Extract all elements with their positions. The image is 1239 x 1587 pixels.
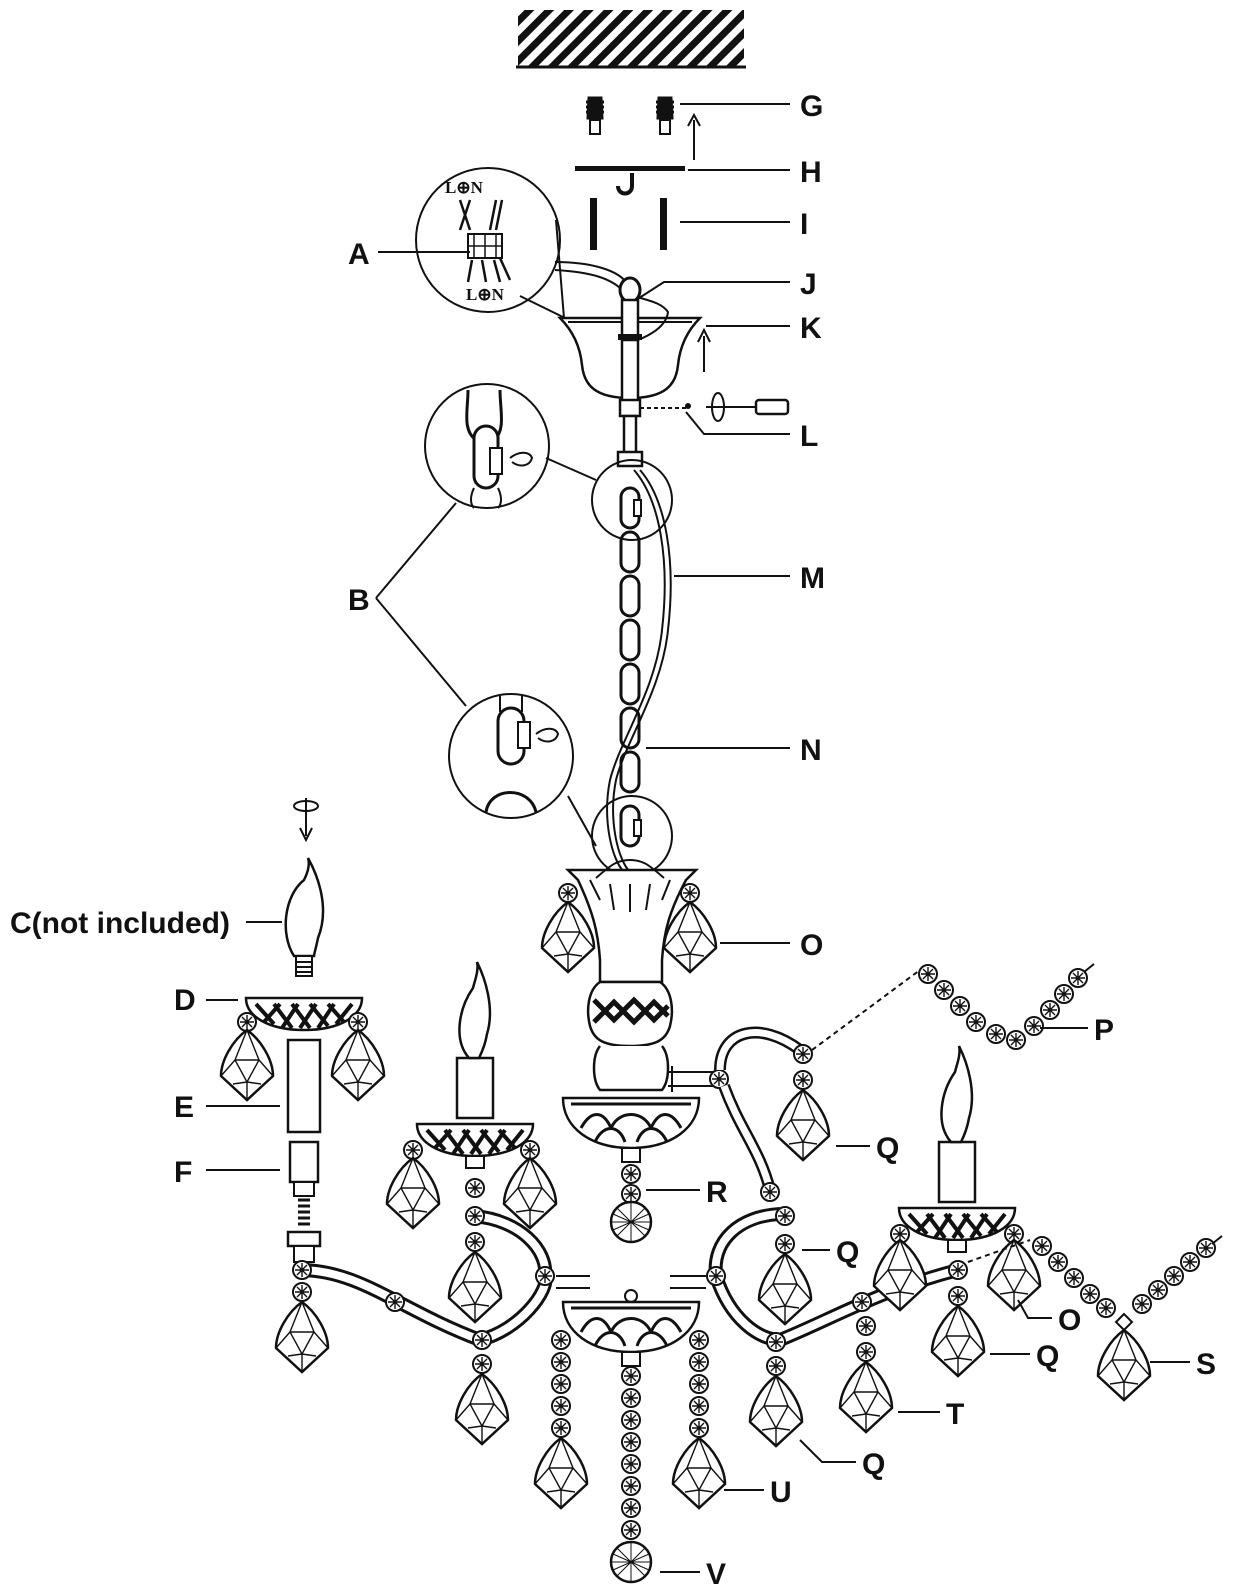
label-b: B xyxy=(348,584,370,617)
label-t: T xyxy=(946,1398,964,1431)
label-f: F xyxy=(174,1156,192,1189)
leader-b xyxy=(375,502,467,707)
label-s: S xyxy=(1196,1348,1216,1381)
label-q-4: Q xyxy=(862,1448,885,1481)
part-s-garland xyxy=(1032,1235,1223,1402)
leader-lines xyxy=(206,103,1190,1573)
label-u: U xyxy=(770,1476,792,1509)
chain-detail-callout-top xyxy=(424,383,597,509)
label-d: D xyxy=(174,984,196,1017)
label-h: H xyxy=(800,156,822,189)
label-a: A xyxy=(348,238,370,271)
label-i: I xyxy=(800,208,808,241)
label-j: J xyxy=(800,268,817,301)
wiring-label-bottom: L⊕N xyxy=(466,285,505,304)
label-q-3: Q xyxy=(1036,1340,1059,1373)
label-k: K xyxy=(800,312,822,345)
label-l: L xyxy=(800,420,818,453)
label-q-1: Q xyxy=(876,1132,899,1165)
part-l-set-screw xyxy=(616,338,790,468)
label-q-2: Q xyxy=(836,1236,859,1269)
left-candle-arm xyxy=(385,960,558,1446)
label-e: E xyxy=(174,1091,194,1124)
upper-right-arm xyxy=(668,969,921,1192)
label-n: N xyxy=(800,734,822,767)
part-j-loop xyxy=(554,261,670,343)
label-v: V xyxy=(706,1558,726,1587)
right-candle-arm xyxy=(872,1044,1042,1378)
label-c: C(not included) xyxy=(10,907,230,940)
part-n-chain xyxy=(619,486,642,848)
label-p: P xyxy=(1094,1014,1114,1047)
label-m: M xyxy=(800,562,825,595)
part-g-screws xyxy=(586,96,701,160)
chandelier-upper-column xyxy=(561,858,701,1244)
label-r: R xyxy=(706,1176,728,1209)
part-h-mounting-plate xyxy=(575,166,685,196)
wiring-detail-callout: L⊕N L⊕N xyxy=(415,167,566,319)
ceiling xyxy=(516,10,746,69)
chain-top-highlight xyxy=(591,459,673,541)
part-i-bolts xyxy=(590,198,667,250)
label-o-lower: O xyxy=(1058,1304,1081,1337)
chain-detail-callout-bottom xyxy=(448,693,597,847)
detached-candle-assembly xyxy=(219,798,386,1226)
label-o-upper: O xyxy=(800,929,823,962)
wiring-label-top: L⊕N xyxy=(445,178,484,197)
part-p-garland xyxy=(918,963,1095,1050)
lower-strands xyxy=(533,1330,727,1584)
part-m-wire xyxy=(606,469,672,873)
label-g: G xyxy=(800,90,823,123)
